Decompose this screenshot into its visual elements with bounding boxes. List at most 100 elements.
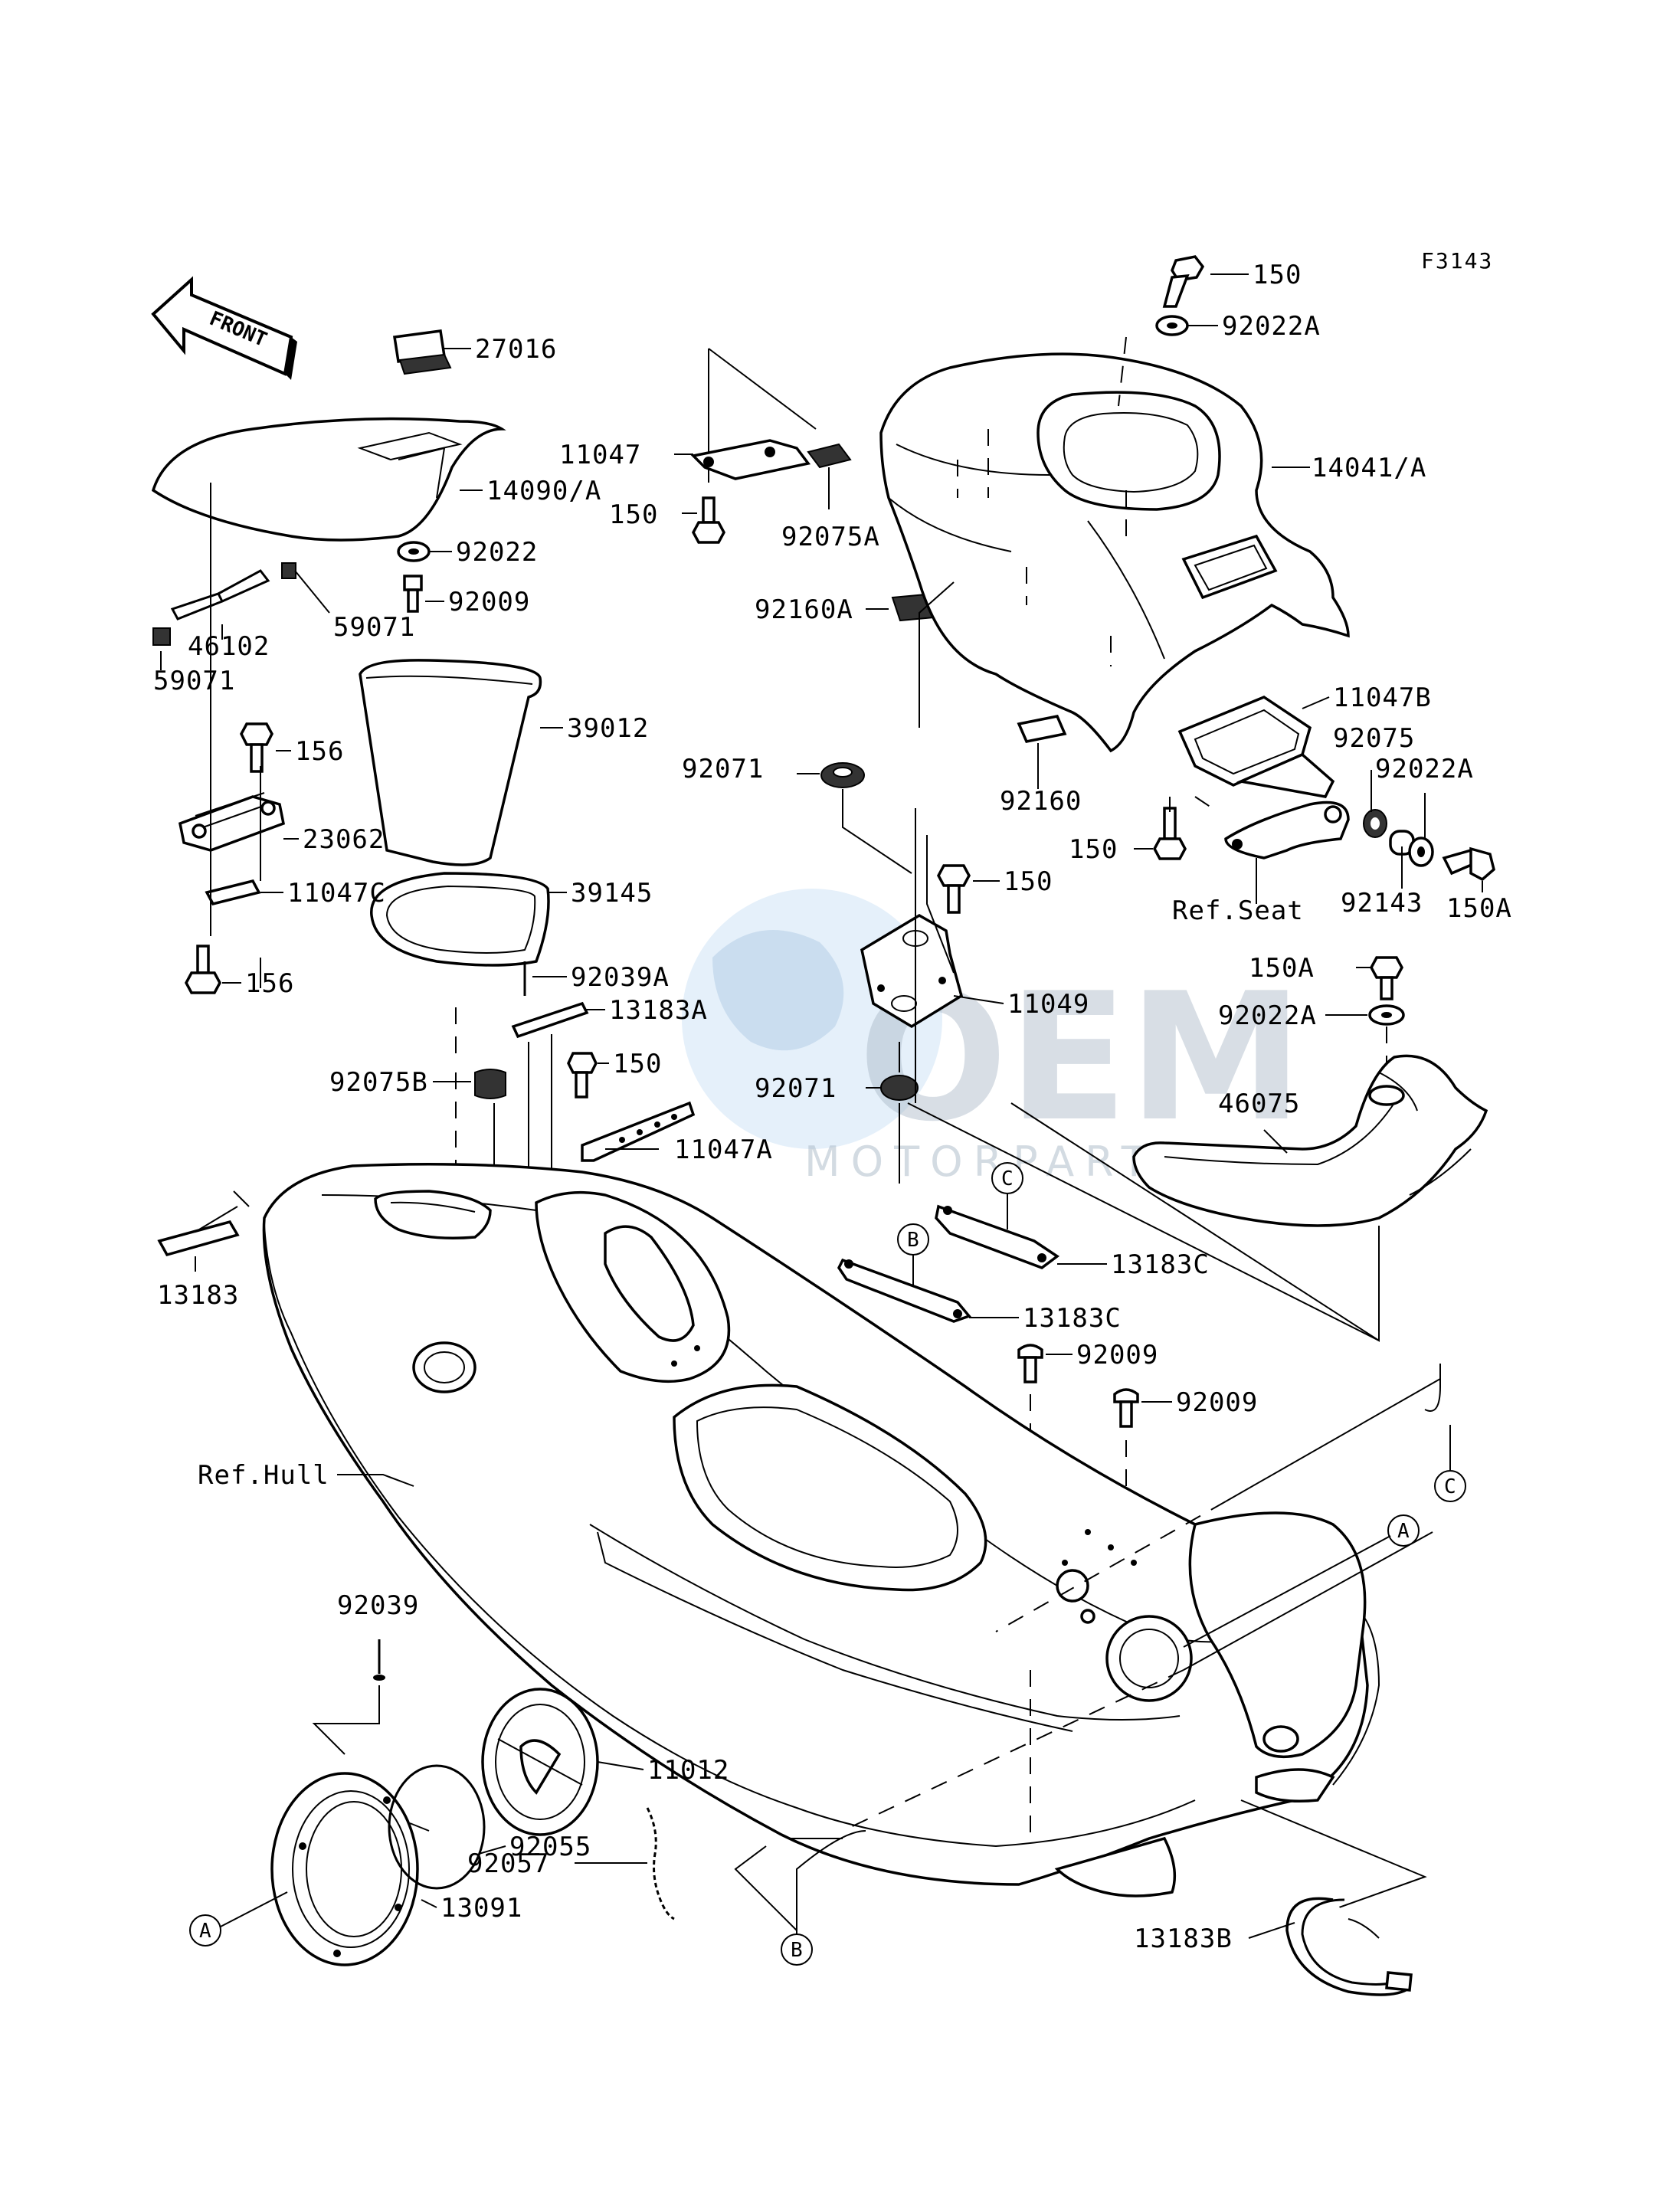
oring-92055 bbox=[388, 1764, 486, 1890]
bracket-11047 bbox=[690, 439, 811, 480]
label-ref-seat: Ref.Seat bbox=[1172, 895, 1304, 926]
callout-C-right: C bbox=[1434, 1470, 1466, 1502]
label-92075B: 92075B bbox=[329, 1067, 428, 1098]
label-150-d: 150 bbox=[613, 1049, 662, 1079]
label-92055: 92055 bbox=[509, 1832, 591, 1862]
svg-text:A: A bbox=[1397, 1520, 1410, 1543]
bolt-59071-right bbox=[281, 562, 296, 579]
label-92039: 92039 bbox=[337, 1590, 419, 1621]
screw-92009-top bbox=[403, 575, 423, 613]
label-92009-a: 92009 bbox=[1076, 1340, 1158, 1370]
watermark: OEM MOTORPARTS bbox=[682, 889, 1304, 1186]
callout-A-right: A bbox=[1387, 1514, 1420, 1547]
label-14090A: 14090/A bbox=[486, 476, 601, 506]
label-14041A: 14041/A bbox=[1312, 453, 1426, 483]
label-ref-hull: Ref.Hull bbox=[198, 1460, 329, 1491]
hull-ref bbox=[262, 1163, 1380, 1897]
svg-text:B: B bbox=[907, 1229, 919, 1252]
svg-text:B: B bbox=[791, 1939, 803, 1962]
svg-text:A: A bbox=[199, 1920, 211, 1943]
label-150-c: 150 bbox=[1004, 866, 1053, 897]
label-92075: 92075 bbox=[1333, 723, 1415, 754]
grommet-92071-bottom bbox=[880, 1075, 919, 1101]
plate-11047C bbox=[205, 879, 261, 906]
label-13183: 13183 bbox=[157, 1280, 239, 1311]
label-92057: 92057 bbox=[467, 1848, 549, 1879]
label-92022A-mid: 92022A bbox=[1375, 754, 1474, 784]
label-92071-top: 92071 bbox=[682, 754, 764, 784]
deck-holes bbox=[671, 1345, 1137, 1566]
label-11047A: 11047A bbox=[674, 1135, 773, 1165]
label-11012: 11012 bbox=[647, 1755, 729, 1786]
callout-C-top: C bbox=[991, 1162, 1023, 1194]
label-23062: 23062 bbox=[303, 824, 385, 855]
svg-text:C: C bbox=[1001, 1167, 1014, 1190]
label-156-top: 156 bbox=[295, 736, 344, 767]
label-27016: 27016 bbox=[475, 334, 557, 365]
label-13183A: 13183A bbox=[609, 995, 708, 1026]
label-92022A-low: 92022A bbox=[1218, 1000, 1317, 1031]
label-46075: 46075 bbox=[1218, 1089, 1300, 1119]
label-46102: 46102 bbox=[188, 631, 270, 662]
svg-text:C: C bbox=[1444, 1475, 1456, 1498]
label-13091: 13091 bbox=[440, 1893, 522, 1924]
label-150-top: 150 bbox=[1253, 260, 1302, 290]
label-11049: 11049 bbox=[1007, 989, 1089, 1020]
label-92022A-top: 92022A bbox=[1222, 311, 1321, 342]
label-150-a: 150 bbox=[609, 499, 658, 530]
front-arrow: FRONT bbox=[151, 276, 297, 380]
label-92075A: 92075A bbox=[781, 522, 880, 552]
label-39012: 39012 bbox=[567, 713, 649, 744]
gasket-39145 bbox=[370, 872, 550, 967]
pad-92075A bbox=[807, 443, 852, 469]
bolt-150A-right bbox=[1442, 846, 1495, 882]
cord-92057 bbox=[646, 1807, 675, 1920]
label-92009-top: 92009 bbox=[448, 587, 530, 617]
label-92039A: 92039A bbox=[571, 962, 670, 993]
bolt-150A-mid bbox=[1370, 956, 1403, 1000]
bolt-156-top bbox=[240, 722, 273, 773]
label-92022: 92022 bbox=[456, 537, 538, 568]
cap-27016 bbox=[392, 329, 452, 375]
bracket-11047A bbox=[581, 1101, 696, 1162]
label-59071-right: 59071 bbox=[333, 612, 415, 643]
label-92143: 92143 bbox=[1341, 888, 1423, 918]
bolt-59071-left bbox=[152, 627, 171, 646]
tag-92160 bbox=[1017, 715, 1067, 743]
leaders bbox=[160, 273, 1483, 1939]
screw-92009-b bbox=[1113, 1388, 1139, 1428]
bolt-150-b bbox=[1153, 807, 1187, 860]
main-seat-14041A bbox=[879, 352, 1350, 753]
pad-92075B bbox=[474, 1069, 506, 1099]
strip-13183A bbox=[511, 1001, 589, 1039]
strip-13183C-b bbox=[837, 1258, 971, 1323]
label-13183B: 13183B bbox=[1134, 1924, 1233, 1954]
seat-bracket-ref bbox=[1224, 801, 1350, 859]
cap-11012 bbox=[481, 1688, 599, 1836]
grommet-92071-top bbox=[820, 762, 865, 788]
label-92071-bottom: 92071 bbox=[755, 1073, 837, 1104]
label-150-b: 150 bbox=[1069, 834, 1118, 865]
label-11047: 11047 bbox=[559, 440, 641, 470]
ring-13091 bbox=[270, 1772, 419, 1966]
label-150A-mid: 150A bbox=[1249, 953, 1315, 984]
strip-13183C-a bbox=[935, 1204, 1060, 1269]
label-92009-b: 92009 bbox=[1176, 1387, 1258, 1418]
bolt-150-top bbox=[1162, 255, 1205, 308]
label-92160A: 92160A bbox=[755, 594, 853, 625]
callout-B-bottom: B bbox=[781, 1933, 813, 1966]
screw-92009-a bbox=[1017, 1344, 1043, 1383]
bracket-11049 bbox=[860, 913, 964, 1029]
grab-handle-46075 bbox=[1132, 1054, 1488, 1227]
label-13183C-b: 13183C bbox=[1023, 1303, 1122, 1334]
bolt-150-d bbox=[567, 1052, 598, 1098]
bolt-150-c bbox=[937, 864, 971, 914]
rod-46102 bbox=[170, 592, 224, 620]
label-92160: 92160 bbox=[1000, 786, 1082, 817]
callout-B-top: B bbox=[897, 1223, 929, 1256]
bolt-156-bottom bbox=[185, 945, 221, 994]
label-156-bottom: 156 bbox=[245, 968, 294, 999]
figure-code: F3143 bbox=[1421, 248, 1493, 273]
front-cover-drawing bbox=[151, 417, 506, 542]
label-11047C: 11047C bbox=[287, 878, 386, 909]
